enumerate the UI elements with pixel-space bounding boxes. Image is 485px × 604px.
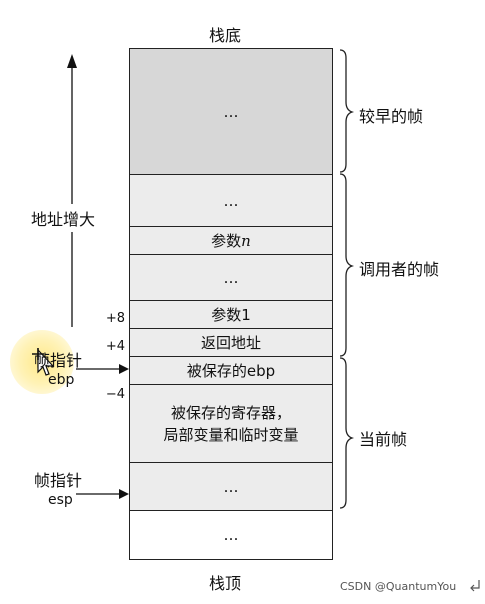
stack-cell-return-address: 返回地址: [129, 328, 333, 356]
stack-top-label: 栈顶: [209, 574, 242, 593]
esp-label: esp: [48, 492, 73, 508]
offset-minus-4: −4: [105, 387, 125, 402]
saved-registers-line2: 局部变量和临时变量: [163, 425, 299, 444]
frame-pointer-label-ebp: 帧指针: [34, 351, 83, 370]
param-n-italic: n: [241, 231, 251, 250]
return-address-label: 返回地址: [200, 334, 261, 352]
current-frame-label: 当前帧: [359, 430, 408, 449]
brace-current-frame: [339, 357, 355, 509]
stack-cell-caller-ellipsis-top: …: [129, 174, 333, 226]
ellipsis: …: [223, 477, 239, 496]
stack-cell-caller-ellipsis-mid: …: [129, 254, 333, 300]
mouse-cursor-icon: [32, 348, 55, 376]
stack-cell-saved-registers: 被保存的寄存器， 局部变量和临时变量: [129, 384, 333, 462]
offset-plus-8: +8: [105, 311, 125, 326]
esp-pointer-arrow: [76, 489, 129, 499]
caller-frame-label: 调用者的帧: [359, 260, 440, 279]
stack-cell-top-ellipsis: …: [129, 510, 333, 560]
saved-ebp-label: 被保存的ebp: [186, 362, 276, 380]
ebp-label: ebp: [48, 372, 75, 388]
ellipsis: …: [223, 526, 239, 544]
param-n-label: 参数: [211, 232, 242, 250]
offset-plus-4: +4: [105, 339, 125, 354]
stack-cell-earlier-frame: …: [129, 48, 333, 174]
address-increase-arrow: [67, 54, 77, 327]
stack-cell-param-1: 参数1: [129, 300, 333, 328]
brace-earlier-frame: [339, 49, 355, 173]
ellipsis: …: [223, 102, 239, 121]
stack-cell-current-ellipsis: …: [129, 462, 333, 510]
return-arrow-icon: [470, 580, 480, 592]
earlier-frame-label: 较早的帧: [359, 107, 424, 126]
ellipsis: …: [223, 268, 239, 287]
brace-caller-frame: [339, 173, 355, 357]
frame-pointer-label-esp: 帧指针: [34, 471, 83, 490]
address-increase-label: 地址增大: [31, 204, 96, 232]
watermark: CSDN @QuantumYou: [340, 580, 457, 593]
ellipsis: …: [223, 191, 239, 210]
param-1-label: 参数1: [211, 306, 251, 324]
saved-registers-line1: 被保存的寄存器，: [170, 403, 291, 422]
frame-braces: [339, 49, 355, 509]
ebp-pointer-arrow: [76, 364, 129, 374]
stack-cell-saved-ebp: 被保存的ebp: [129, 356, 333, 384]
stack-bottom-label: 栈底: [209, 26, 242, 45]
